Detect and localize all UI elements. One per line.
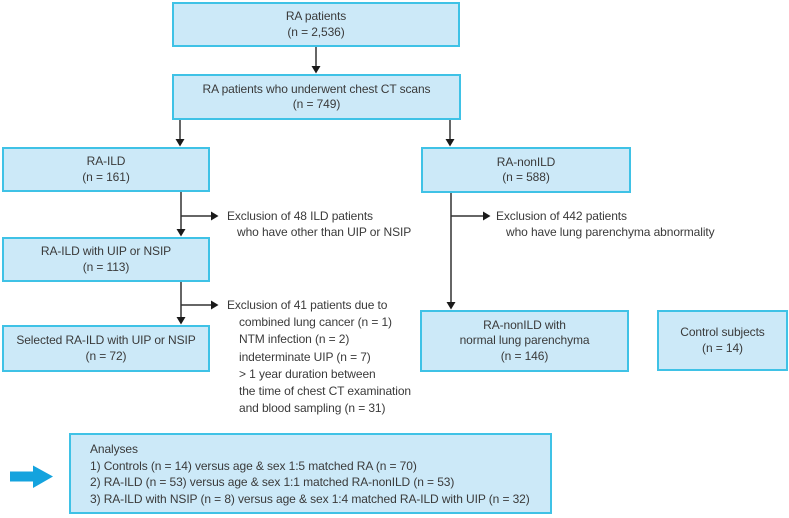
box-line: (n = 161) — [82, 169, 130, 184]
down-arrow-ra-to-ct — [311, 47, 321, 74]
box-line: normal lung parenchyma — [459, 333, 590, 348]
box-line: (n = 72) — [85, 348, 127, 363]
analyses-title: Analyses — [90, 442, 138, 456]
right-arrow-exclusion-48 — [181, 211, 219, 221]
box-ra-ild-uip-nsip: RA-ILD with UIP or NSIP (n = 113) — [2, 237, 210, 282]
box-ra-patients: RA patients (n = 2,536) — [172, 2, 460, 47]
box-line: (n = 2,536) — [287, 24, 345, 39]
down-arrow-nonild-to-normal — [446, 193, 456, 310]
box-selected-ra-ild: Selected RA-ILD with UIP or NSIP (n = 72… — [2, 325, 210, 372]
exclusion-note-442: Exclusion of 442 patients who have lung … — [496, 208, 715, 240]
right-arrow-exclusion-442 — [451, 211, 491, 221]
down-arrow-ild-to-uipnsip — [176, 192, 186, 237]
box-analyses: Analyses 1) Controls (n = 14) versus age… — [69, 433, 552, 514]
exclusion-line: combined lung cancer (n = 1) — [239, 315, 392, 330]
down-arrow-uipnsip-to-selected — [176, 282, 186, 325]
exclusion-note-41: Exclusion of 41 patients due to combined… — [227, 297, 411, 417]
exclusion-line: > 1 year duration between — [239, 366, 376, 381]
exclusion-line: and blood sampling (n = 31) — [239, 401, 386, 416]
exclusion-line: indeterminate UIP (n = 7) — [239, 349, 371, 364]
box-line: RA-nonILD — [496, 154, 556, 169]
right-arrow-exclusion-41 — [181, 300, 219, 310]
exclusion-line: Exclusion of 48 ILD patients — [227, 209, 373, 223]
box-line: (n = 113) — [82, 259, 130, 274]
box-line: (n = 146) — [500, 348, 549, 363]
box-line: Selected RA-ILD with UIP or NSIP — [16, 333, 196, 347]
box-control-subjects: Control subjects (n = 14) — [657, 310, 788, 371]
exclusion-line: Exclusion of 41 patients due to — [227, 298, 388, 312]
box-line: (n = 588) — [502, 170, 550, 184]
box-line: (n = 14) — [702, 340, 743, 355]
box-ra-ct-scans: RA patients who underwent chest CT scans… — [172, 74, 461, 120]
exclusion-line: NTM infection (n = 2) — [239, 332, 350, 347]
exclusion-line: who have lung parenchyma abnormality — [506, 225, 715, 239]
box-ra-ild: RA-ILD (n = 161) — [2, 147, 210, 192]
down-arrow-ct-to-nonild — [445, 120, 455, 147]
exclusion-note-48-ild: Exclusion of 48 ILD patients who have ot… — [227, 208, 411, 240]
box-line: (n = 749) — [292, 97, 341, 111]
exclusion-line: the time of chest CT examination — [239, 384, 411, 399]
box-line: RA patients who underwent chest CT scans — [202, 81, 431, 96]
box-line: RA-ILD with UIP or NSIP — [40, 244, 172, 258]
box-ra-nonild-normal: RA-nonILD with normal lung parenchyma (n… — [420, 310, 629, 372]
analysis-item: 2) RA-ILD (n = 53) versus age & sex 1:1 … — [90, 475, 455, 489]
exclusion-line: who have other than UIP or NSIP — [237, 225, 412, 239]
analysis-item: 1) Controls (n = 14) versus age & sex 1:… — [90, 458, 417, 473]
box-line: RA patients — [285, 9, 347, 23]
box-line: RA-ILD — [86, 154, 126, 168]
down-arrow-ct-to-ild — [175, 120, 185, 147]
box-line: Control subjects — [680, 325, 765, 339]
box-line: RA-nonILD with — [483, 317, 566, 332]
exclusion-line: Exclusion of 442 patients — [496, 209, 627, 223]
box-ra-nonild: RA-nonILD (n = 588) — [421, 147, 631, 193]
analysis-item: 3) RA-ILD with NSIP (n = 8) versus age &… — [90, 491, 530, 506]
